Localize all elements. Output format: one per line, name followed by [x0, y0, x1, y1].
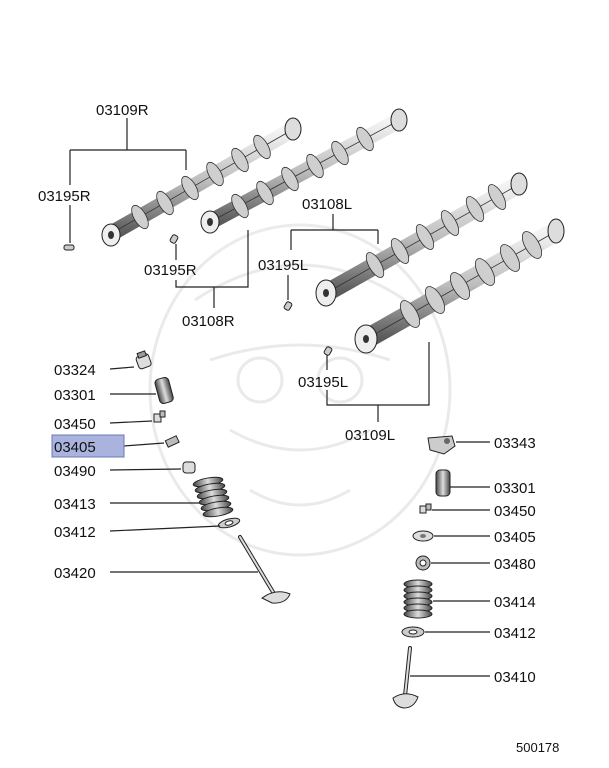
part-03480[interactable]	[415, 555, 431, 571]
dowel-pin-03195L-right[interactable]	[323, 346, 333, 356]
part-labels: 03109R 03195R 03195R 03108R 03108L 03195…	[38, 102, 536, 686]
right-valvetrain	[392, 435, 490, 709]
label-03195R-left[interactable]: 03195R	[38, 188, 91, 205]
label-03420[interactable]: 03420	[54, 565, 96, 582]
left-valvetrain	[109, 350, 291, 604]
label-03414[interactable]: 03414	[494, 594, 536, 611]
part-03324[interactable]	[135, 350, 152, 370]
part-03405-left[interactable]	[164, 435, 180, 448]
dowel-pin-03195L-left[interactable]	[283, 301, 293, 311]
part-03405-right[interactable]	[412, 530, 434, 542]
part-03414-spring[interactable]	[403, 579, 433, 619]
part-03412-right[interactable]	[401, 626, 425, 638]
camshaft-03109L[interactable]	[354, 218, 565, 354]
label-03195R-right[interactable]: 03195R	[144, 262, 197, 279]
label-03324[interactable]: 03324	[54, 362, 96, 379]
label-03450-left[interactable]: 03450	[54, 416, 96, 433]
part-03410-valve[interactable]	[392, 646, 419, 709]
camshaft-03108L[interactable]	[315, 172, 528, 307]
label-03195L-right[interactable]: 03195L	[298, 374, 348, 391]
camshaft-leader-lines	[69, 118, 430, 422]
part-03301-left[interactable]	[154, 376, 174, 405]
label-03195L-left[interactable]: 03195L	[258, 257, 308, 274]
watermark-emblem	[148, 223, 452, 557]
part-03450-right[interactable]	[419, 503, 432, 514]
camshaft-03108R[interactable]	[200, 108, 408, 234]
part-03412-left[interactable]	[217, 516, 241, 529]
part-03413-spring[interactable]	[192, 475, 234, 518]
label-03480[interactable]: 03480	[494, 556, 536, 573]
label-03108R[interactable]: 03108R	[182, 313, 235, 330]
dowel-pin-03195R-left[interactable]	[63, 244, 75, 251]
dowel-pin-03195R-right[interactable]	[169, 234, 179, 244]
label-03343[interactable]: 03343	[494, 435, 536, 452]
part-03420-valve[interactable]	[238, 535, 291, 604]
label-03450-right[interactable]: 03450	[494, 503, 536, 520]
label-03108L[interactable]: 03108L	[302, 196, 352, 213]
label-03410[interactable]: 03410	[494, 669, 536, 686]
label-03301-right[interactable]: 03301	[494, 480, 536, 497]
label-03405-left[interactable]: 03405	[54, 439, 96, 456]
label-03109L[interactable]: 03109L	[345, 427, 395, 444]
label-03490[interactable]: 03490	[54, 463, 96, 480]
label-03412-left[interactable]: 03412	[54, 524, 96, 541]
label-03301-left[interactable]: 03301	[54, 387, 96, 404]
part-03343-rocker[interactable]	[427, 435, 456, 455]
camshaft-03109R[interactable]	[101, 117, 302, 247]
part-03301-right[interactable]	[435, 469, 451, 497]
label-03412-right[interactable]: 03412	[494, 625, 536, 642]
label-03413[interactable]: 03413	[54, 496, 96, 513]
part-03450-left[interactable]	[153, 410, 166, 423]
label-03109R[interactable]: 03109R	[96, 102, 149, 119]
diagram-code: 500178	[516, 740, 559, 755]
selected-part-highlight	[51, 434, 125, 458]
label-03405-right[interactable]: 03405	[494, 529, 536, 546]
part-03490[interactable]	[182, 461, 196, 474]
